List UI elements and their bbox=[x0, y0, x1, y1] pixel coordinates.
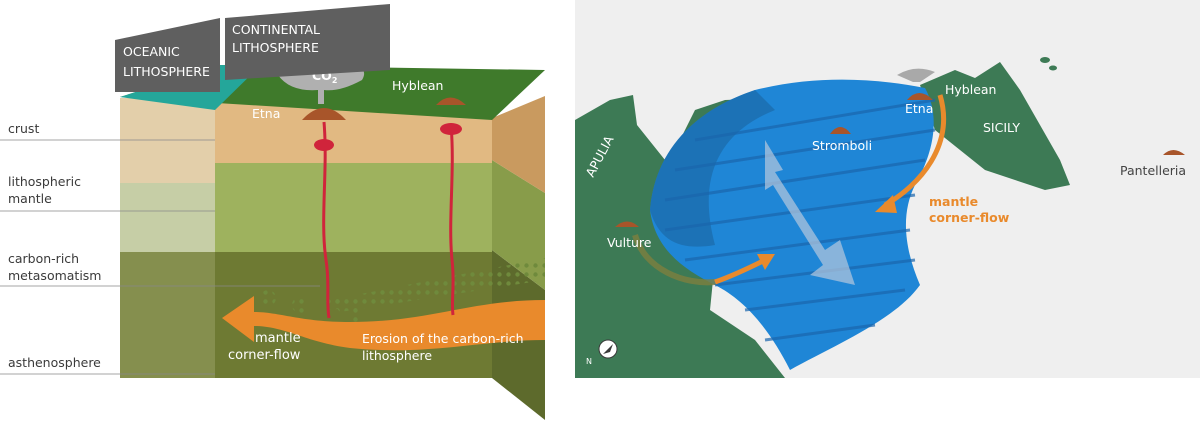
sicily-landmass bbox=[920, 62, 1070, 190]
island bbox=[1040, 57, 1050, 63]
stromboli-volcano-icon bbox=[830, 127, 851, 134]
asthenosphere-label: asthenosphere bbox=[8, 355, 101, 370]
hyblean-magma-chamber bbox=[440, 123, 462, 135]
etna-magma-chamber bbox=[314, 139, 334, 151]
stromboli-label: Stromboli bbox=[812, 138, 872, 153]
subduction-map: APULIA SICILY Etna Hyblean Stromboli Vul… bbox=[575, 0, 1200, 378]
slab-stripes bbox=[664, 98, 936, 342]
etna-volcano-icon bbox=[907, 93, 933, 100]
etna-conduit bbox=[322, 121, 331, 319]
slab-shadow bbox=[650, 90, 775, 247]
compass-needle-icon bbox=[603, 344, 613, 354]
corner-flow-arrow-west bbox=[632, 234, 716, 286]
corner-flow-arrowhead-east bbox=[875, 195, 897, 213]
oceanic-lithosphere-label-2: LITHOSPHERE bbox=[123, 64, 210, 79]
metasomatism-dots bbox=[330, 258, 545, 312]
erosion-label-2: lithosphere bbox=[362, 348, 432, 363]
oceanic-crust-face bbox=[120, 98, 215, 183]
vulture-volcano-icon bbox=[615, 221, 639, 227]
pantelleria-label: Pantelleria bbox=[1120, 163, 1186, 178]
corner-flow-arrow-east bbox=[883, 94, 947, 208]
metasomatism-blob bbox=[260, 290, 276, 306]
vulture-label: Vulture bbox=[607, 235, 652, 250]
hyblean-volcano-icon bbox=[436, 97, 466, 105]
lithospheric-mantle-label-2: mantle bbox=[8, 191, 52, 206]
crust-label: crust bbox=[8, 121, 39, 136]
compass-north-label: N bbox=[586, 357, 592, 366]
mantle-corner-flow-label-1: mantle bbox=[255, 331, 301, 346]
metasomatism-blob bbox=[348, 308, 362, 322]
corner-flow-label-1: mantle bbox=[929, 194, 978, 209]
block-diagram: CO2 Etna Hyblean OCEANIC LITHOSPHERE CON… bbox=[0, 4, 545, 420]
corner-flow-arrowhead-mid bbox=[757, 254, 775, 270]
block-side-mantle bbox=[492, 160, 545, 290]
sicily-label: SICILY bbox=[983, 120, 1020, 135]
lithospheric-mantle-label-1: lithospheric bbox=[8, 174, 81, 189]
slab-descent-arrow bbox=[765, 140, 855, 285]
etna-label: Etna bbox=[905, 101, 933, 116]
hyblean-label: Hyblean bbox=[392, 78, 443, 93]
oceanic-lithosphere-box bbox=[115, 18, 220, 92]
oceanic-asthenosphere-face bbox=[120, 252, 215, 378]
metasomatism-label-1: carbon-rich bbox=[8, 251, 79, 266]
mantle-corner-flow-label-2: corner-flow bbox=[228, 348, 301, 363]
metasomatism-label-2: metasomatism bbox=[8, 268, 102, 283]
hyblean-label: Hyblean bbox=[945, 82, 996, 97]
pantelleria-volcano-icon bbox=[1163, 150, 1185, 155]
island bbox=[1049, 65, 1057, 71]
continental-lithosphere-label-1: CONTINENTAL bbox=[232, 22, 320, 37]
continental-lithosphere-box bbox=[225, 4, 390, 80]
continental-lithosphere-label-2: LITHOSPHERE bbox=[232, 40, 319, 55]
hyblean-conduit bbox=[449, 124, 455, 316]
etna-volcano-icon bbox=[302, 108, 346, 120]
etna-label: Etna bbox=[252, 106, 280, 121]
oceanic-lithosphere-label-1: OCEANIC bbox=[123, 44, 180, 59]
etna-plume-icon bbox=[897, 68, 935, 82]
block-side-crust bbox=[492, 96, 545, 193]
metasomatism-blob bbox=[292, 297, 308, 313]
erosion-flow-arrow bbox=[222, 296, 545, 351]
corner-flow-label-2: corner-flow bbox=[929, 210, 1010, 225]
erosion-label-1: Erosion of the carbon-rich bbox=[362, 331, 524, 346]
